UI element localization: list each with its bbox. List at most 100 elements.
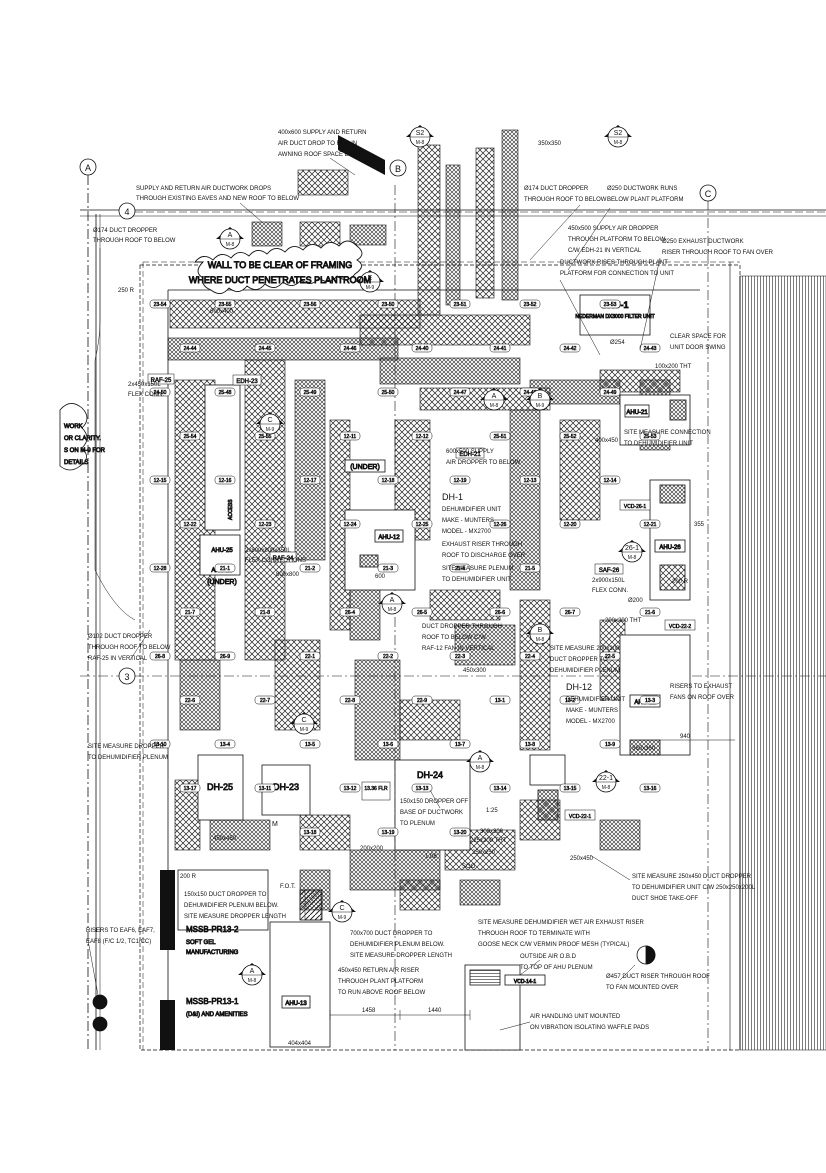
duct-tag-label: 25-53 bbox=[644, 434, 657, 440]
duct-tag-box bbox=[519, 475, 541, 485]
note-n33b: THROUGH PLANT PLATFORM bbox=[338, 979, 423, 985]
duct-tag-box bbox=[489, 783, 511, 793]
duct-tag-box bbox=[299, 387, 321, 397]
duct-tag-label: 12-24 bbox=[344, 522, 357, 528]
dim-360x360: 360x360 bbox=[632, 746, 656, 752]
duct-tag-box bbox=[254, 783, 276, 793]
note-n13b: DEHUMIDIFIER UNIT bbox=[442, 507, 501, 513]
dim-450x450: 450x450 bbox=[213, 836, 237, 842]
duct-tag-label: 13-15 bbox=[564, 786, 577, 792]
duct-tag-box bbox=[149, 475, 171, 485]
duct-tag: 23-53 bbox=[599, 299, 621, 309]
mssb-pr13-2-sub2: MANUFACTURING bbox=[186, 950, 239, 956]
section-marker-bottom: M-8 bbox=[476, 765, 485, 771]
duct-tag: 12-14 bbox=[599, 475, 621, 485]
left-note-3: S ON M-9 FOR bbox=[64, 448, 106, 454]
duct-tag: 12-15 bbox=[149, 475, 171, 485]
duct-tag-box bbox=[254, 519, 276, 529]
duct-tag: 13-6 bbox=[377, 739, 399, 749]
duct-tag-label: 21-4 bbox=[455, 566, 465, 572]
duct-tag-box bbox=[214, 387, 236, 397]
duct-tag-label: 12-23 bbox=[259, 522, 272, 528]
duct-tag-box bbox=[214, 299, 236, 309]
section-marker-bottom: M-9 bbox=[366, 285, 375, 291]
duct-tag-box bbox=[559, 431, 581, 441]
section-marker: AM-8 bbox=[216, 227, 244, 250]
duct-tag-box bbox=[254, 695, 276, 705]
duct-tag-box bbox=[519, 563, 541, 573]
note-n26c: DUCT SHOE TAKE-OFF bbox=[632, 896, 698, 902]
note-n24: SITE MEASURE DROPPER bbox=[88, 744, 165, 750]
duct-tag-box bbox=[254, 607, 276, 617]
note-n27: 150x150 DUCT DROPPER TO bbox=[184, 892, 267, 898]
section-marker: CM-9 bbox=[256, 412, 284, 435]
duct-tag-label: 13-3 bbox=[645, 698, 655, 704]
duct-tag-label: 24-43 bbox=[644, 346, 657, 352]
duct-tag: 24-50 bbox=[149, 387, 171, 397]
section-marker-top: E bbox=[368, 275, 373, 282]
duct-tag: 24-44 bbox=[179, 343, 201, 353]
leader-lines bbox=[87, 157, 661, 1031]
dim-355: 355 bbox=[694, 522, 705, 528]
access-tag: ACCESS bbox=[228, 499, 234, 520]
duct-tag-box bbox=[179, 519, 201, 529]
duct-tag: 13-5 bbox=[299, 739, 321, 749]
note-n21c: DEHUMIDIFIER PLENUM bbox=[550, 668, 620, 674]
section-marker-top: B bbox=[538, 627, 543, 634]
left-note-2: OR CLARITY. bbox=[64, 436, 101, 442]
duct-tag-box bbox=[489, 343, 511, 353]
duct-tag-label: 23-53 bbox=[604, 302, 617, 308]
ahu-26-label: AHU-26 bbox=[659, 545, 681, 551]
mssb-pr13-2: MSSB-PR13-2 bbox=[186, 925, 239, 934]
component-tags: RAF-25 RAF-24 SAF-26 VCD-26-1 VCD-22-2 V… bbox=[147, 373, 696, 821]
duct-tag-label: 26-9 bbox=[220, 654, 230, 660]
duct-tag-box bbox=[179, 431, 201, 441]
note-n23: RISERS TO EXHAUST bbox=[670, 684, 732, 690]
duct-tag-label: 13-19 bbox=[382, 830, 395, 836]
grid-bubble-c: C bbox=[699, 184, 717, 202]
note-n29c: GOOSE NECK C/W VERMIN PROOF MESH (TYPICA… bbox=[478, 942, 629, 948]
note-n4b: BELOW PLANT PLATFORM bbox=[607, 197, 683, 203]
duct-tag-box bbox=[559, 783, 581, 793]
duct-tag-box bbox=[179, 607, 201, 617]
note-n30b: EAF8 (F/C 1/2, TC1/CC) bbox=[86, 939, 151, 945]
duct-tag-label: 23-56 bbox=[304, 302, 317, 308]
section-marker-bottom: M-8 bbox=[248, 978, 257, 984]
duct-tag-box bbox=[599, 739, 621, 749]
duct-tag: 22-9 bbox=[411, 695, 433, 705]
dim-125: 1:25 bbox=[486, 808, 498, 814]
ahu-21-label: AHU-21 bbox=[626, 410, 648, 416]
duct-tag: 13-8 bbox=[519, 739, 541, 749]
duct-tag-box bbox=[639, 519, 661, 529]
grid-bubble-3-label: 3 bbox=[124, 672, 129, 682]
duct-tag: 23-56 bbox=[299, 299, 321, 309]
duct-tag: 24-40 bbox=[411, 343, 433, 353]
duct-tag: 25-48 bbox=[214, 387, 236, 397]
ahu-12-label: AHU-12 bbox=[378, 535, 400, 541]
duct-tag: 25-53 bbox=[639, 431, 661, 441]
section-marker-top: A bbox=[390, 597, 395, 604]
duct-tag-box bbox=[214, 739, 236, 749]
duct-tag-label: 22-6 bbox=[185, 698, 195, 704]
section-marker-bottom: M-8 bbox=[388, 607, 397, 613]
saf-26-tag: SAF-26 bbox=[599, 568, 620, 574]
duct-tag-box bbox=[519, 299, 541, 309]
note-n20c: RAF-12 FAN IN VERTICAL bbox=[422, 646, 495, 652]
note-n3b: THROUGH ROOF TO BELOW bbox=[93, 238, 176, 244]
duct-tag-box bbox=[339, 607, 361, 617]
duct-tag: 22-1 bbox=[299, 651, 321, 661]
duct-tag-label: 12-22 bbox=[184, 522, 197, 528]
duct-tag: 21-1 bbox=[214, 563, 236, 573]
note-n8b: PLATFORM FOR CONNECTION TO UNIT bbox=[560, 271, 674, 277]
note-n25b: BASE OF DUCTWORK bbox=[400, 810, 463, 816]
left-note-4: DETAILS bbox=[64, 460, 89, 466]
duct-tag-box bbox=[599, 299, 621, 309]
note-n22b: DEHUMIDIFIER UNIT bbox=[566, 697, 625, 703]
section-marker-bottom: M-9 bbox=[266, 427, 275, 433]
duct-tag: 12-24 bbox=[339, 519, 361, 529]
duct-tag-label: 12-18 bbox=[382, 478, 395, 484]
section-marker: CM-9 bbox=[290, 712, 318, 735]
duct-tag-label: 21-2 bbox=[305, 566, 315, 572]
